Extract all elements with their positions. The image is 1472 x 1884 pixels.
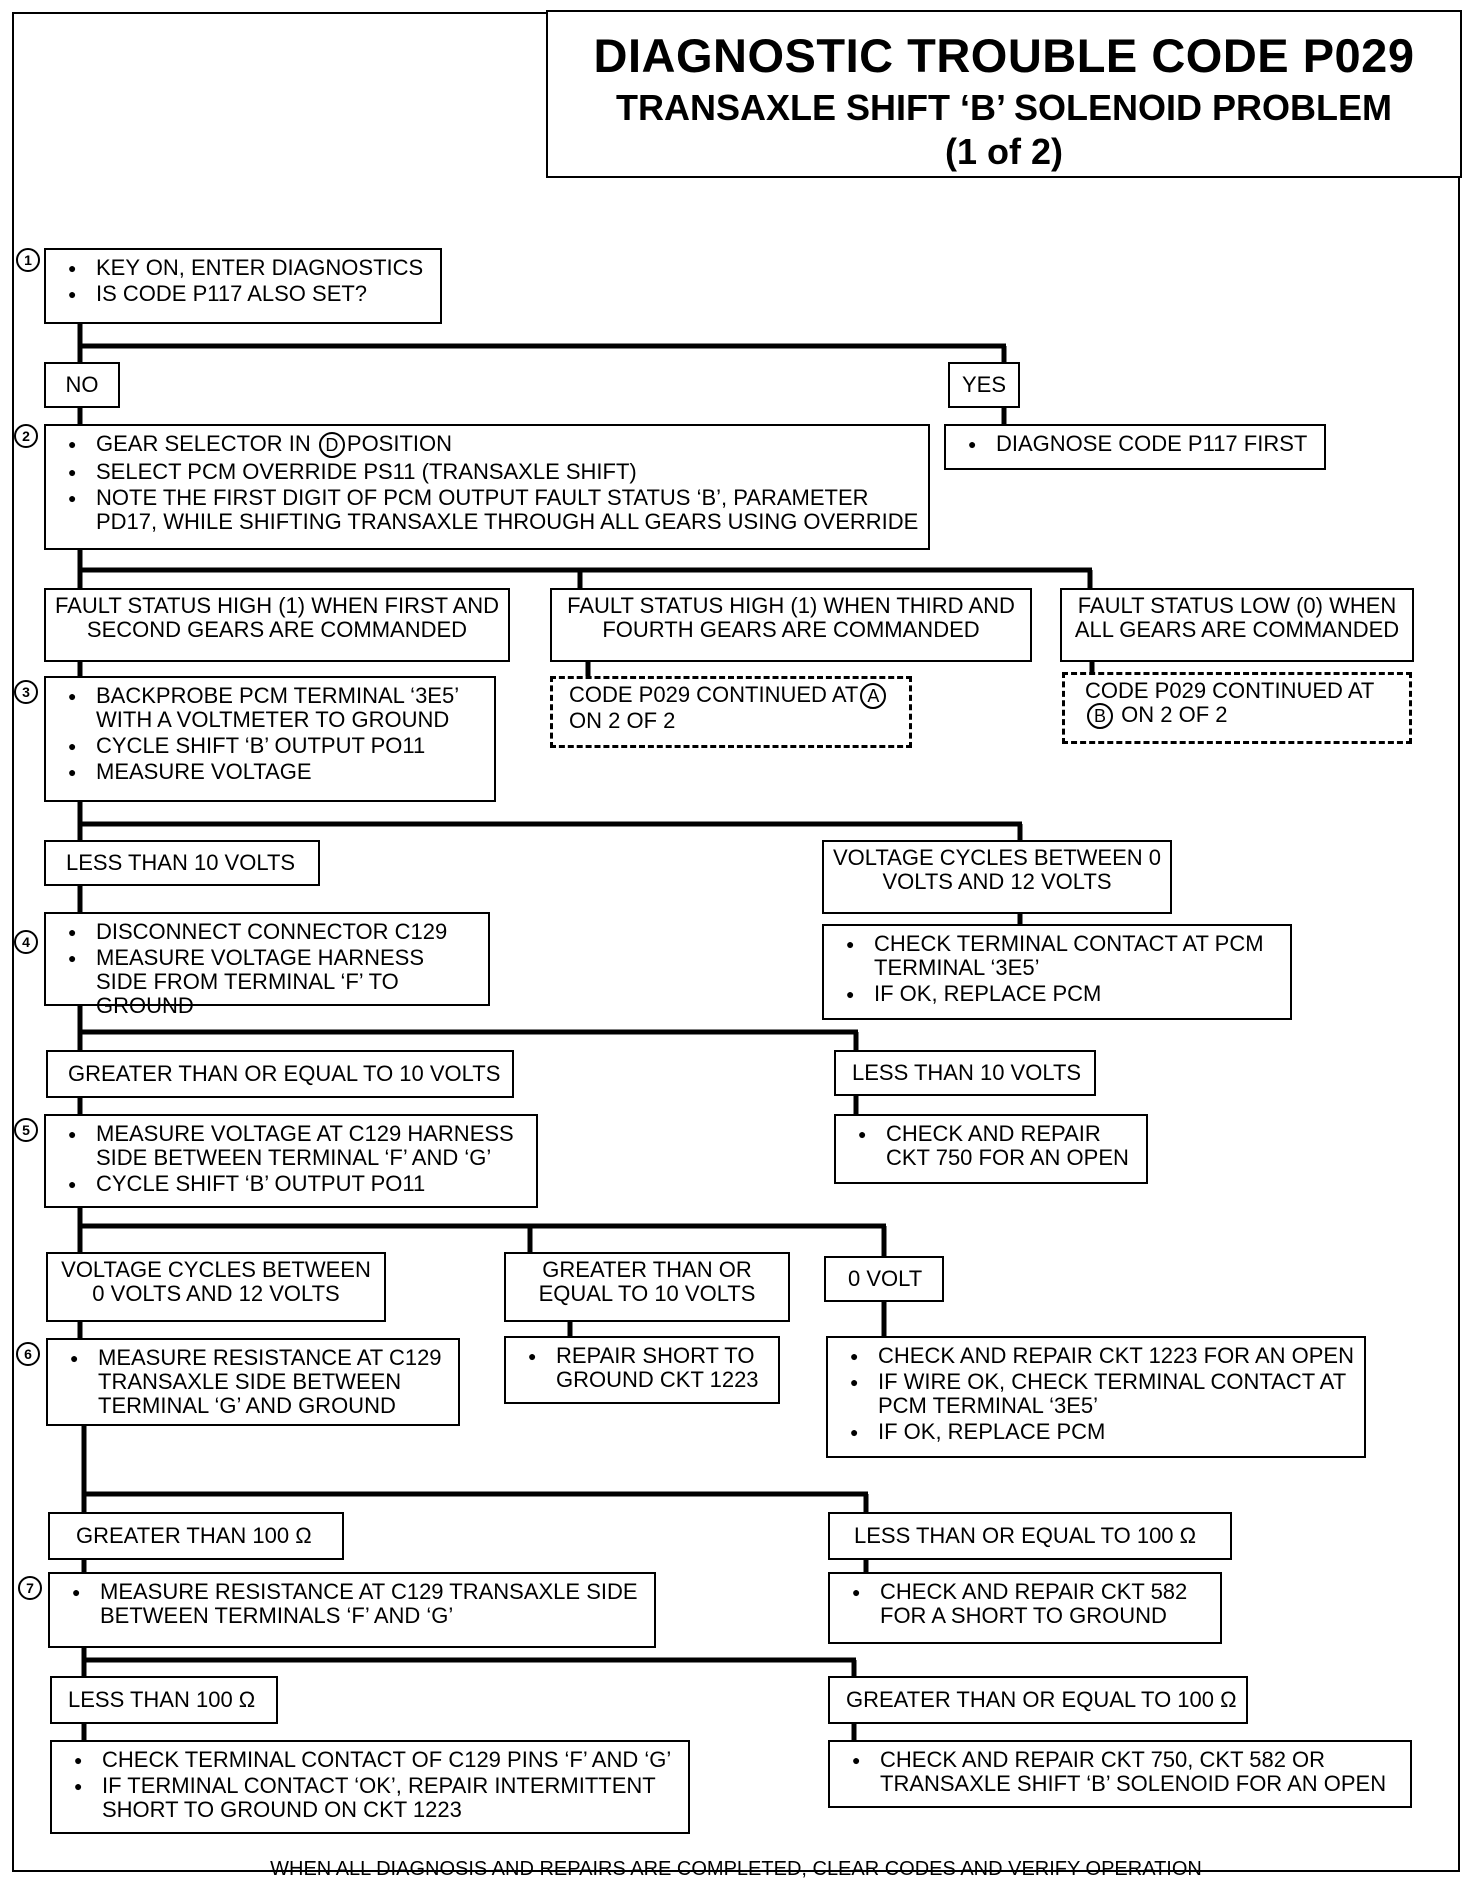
ckt-1223-item: IF WIRE OK, CHECK TERMINAL CONTACT AT PC… — [836, 1370, 1356, 1418]
ckt-750-box: CHECK AND REPAIR CKT 750 FOR AN OPEN — [834, 1114, 1148, 1184]
final-right-item: CHECK AND REPAIR CKT 750, CKT 582 OR TRA… — [838, 1748, 1402, 1796]
title-sub: TRANSAXLE SHIFT ‘B’ SOLENOID PROBLEM — [615, 87, 1393, 128]
title-page: (1 of 2) — [944, 131, 1063, 172]
voltage-cycles-b: VOLTAGE CYCLES BETWEEN 0 VOLTS AND 12 VO… — [46, 1252, 386, 1322]
connector-a-symbol: A — [860, 683, 887, 709]
step-5-box: MEASURE VOLTAGE AT C129 HARNESS SIDE BET… — [44, 1114, 538, 1208]
step-2-text: GEAR SELECTOR IN — [96, 431, 311, 456]
step-7-box: MEASURE RESISTANCE AT C129 TRANSAXLE SID… — [48, 1572, 656, 1648]
step-5-item: CYCLE SHIFT ‘B’ OUTPUT PO11 — [54, 1172, 528, 1197]
fault-status-high-1-2: FAULT STATUS HIGH (1) WHEN FIRST AND SEC… — [44, 588, 510, 662]
step-3-item: BACKPROBE PCM TERMINAL ‘3E5’ WITH A VOLT… — [54, 684, 486, 732]
check-pcm-item: CHECK TERMINAL CONTACT AT PCM TERMINAL ‘… — [832, 932, 1282, 980]
step-number-1: 1 — [16, 248, 40, 272]
step-5-item: MEASURE VOLTAGE AT C129 HARNESS SIDE BET… — [54, 1122, 528, 1170]
ckt-582-box: CHECK AND REPAIR CKT 582 FOR A SHORT TO … — [828, 1572, 1222, 1644]
position-d-symbol: D — [318, 432, 345, 458]
continued-text: CODE P029 CONTINUED AT — [569, 682, 859, 707]
step-3-item: CYCLE SHIFT ‘B’ OUTPUT PO11 — [54, 734, 486, 759]
step-number-4: 4 — [14, 930, 38, 954]
continued-text: CODE P029 CONTINUED AT — [1085, 678, 1375, 703]
ckt-1223-box: CHECK AND REPAIR CKT 1223 FOR AN OPEN IF… — [826, 1336, 1366, 1458]
repair-short-item: REPAIR SHORT TO GROUND CKT 1223 — [514, 1344, 770, 1392]
step-2-text: POSITION — [346, 431, 453, 456]
connector-b-symbol: B — [1087, 703, 1113, 729]
step-1-item: IS CODE P117 ALSO SET? — [54, 282, 432, 307]
repair-short-box: REPAIR SHORT TO GROUND CKT 1223 — [504, 1336, 780, 1404]
final-left-item: CHECK TERMINAL CONTACT OF C129 PINS ‘F’ … — [60, 1748, 680, 1773]
title-block: DIAGNOSTIC TROUBLE CODE P029 TRANSAXLE S… — [546, 10, 1462, 178]
greater-than-100-ohm: GREATER THAN 100 Ω — [48, 1512, 344, 1560]
less-than-10v-a: LESS THAN 10 VOLTS — [44, 840, 320, 886]
final-right-box: CHECK AND REPAIR CKT 750, CKT 582 OR TRA… — [828, 1740, 1412, 1808]
step-number-7: 7 — [18, 1576, 42, 1600]
step-number-5: 5 — [14, 1118, 38, 1142]
final-left-box: CHECK TERMINAL CONTACT OF C129 PINS ‘F’ … — [50, 1740, 690, 1834]
continued-text: ON 2 OF 2 — [569, 708, 676, 733]
step-4-item: MEASURE VOLTAGE HARNESS SIDE FROM TERMIN… — [54, 946, 480, 1018]
title-main: DIAGNOSTIC TROUBLE CODE P029 — [593, 29, 1415, 82]
step-1-item: KEY ON, ENTER DIAGNOSTICS — [54, 256, 432, 281]
ge-10v-b: GREATER THAN OR EQUAL TO 10 VOLTS — [504, 1252, 790, 1322]
footer-note: WHEN ALL DIAGNOSIS AND REPAIRS ARE COMPL… — [270, 1858, 1202, 1880]
yes-branch: YES — [948, 362, 1020, 408]
step-4-box: DISCONNECT CONNECTOR C129 MEASURE VOLTAG… — [44, 912, 490, 1018]
less-than-10v-b: LESS THAN 10 VOLTS — [834, 1050, 1096, 1096]
final-left-item: IF TERMINAL CONTACT ‘OK’, REPAIR INTERMI… — [60, 1774, 680, 1822]
ge-100-ohm: GREATER THAN OR EQUAL TO 100 Ω — [828, 1676, 1248, 1724]
zero-volt: 0 VOLT — [824, 1256, 944, 1302]
step-number-6: 6 — [16, 1342, 40, 1366]
ckt-1223-item: IF OK, REPLACE PCM — [836, 1420, 1356, 1445]
step-7-item: MEASURE RESISTANCE AT C129 TRANSAXLE SID… — [58, 1580, 646, 1628]
step-6-box: MEASURE RESISTANCE AT C129 TRANSAXLE SID… — [46, 1338, 460, 1426]
diagnose-item: DIAGNOSE CODE P117 FIRST — [954, 432, 1316, 457]
check-pcm-item: IF OK, REPLACE PCM — [832, 982, 1282, 1007]
continued-text: ON 2 OF 2 — [1121, 702, 1228, 727]
ckt-582-item: CHECK AND REPAIR CKT 582 FOR A SHORT TO … — [838, 1580, 1212, 1628]
fault-status-low: FAULT STATUS LOW (0) WHEN ALL GEARS ARE … — [1060, 588, 1414, 662]
no-branch: NO — [44, 362, 120, 408]
step-6-item: MEASURE RESISTANCE AT C129 TRANSAXLE SID… — [56, 1346, 450, 1418]
ckt-1223-item: CHECK AND REPAIR CKT 1223 FOR AN OPEN — [836, 1344, 1356, 1369]
step-3-item: MEASURE VOLTAGE — [54, 760, 486, 785]
step-2-item: SELECT PCM OVERRIDE PS11 (TRANSAXLE SHIF… — [54, 460, 920, 485]
ge-10v-a: GREATER THAN OR EQUAL TO 10 VOLTS — [46, 1050, 514, 1098]
ckt-750-item: CHECK AND REPAIR CKT 750 FOR AN OPEN — [844, 1122, 1138, 1170]
voltage-cycles-a: VOLTAGE CYCLES BETWEEN 0 VOLTS AND 12 VO… — [822, 840, 1172, 914]
step-1-box: KEY ON, ENTER DIAGNOSTICS IS CODE P117 A… — [44, 248, 442, 324]
check-pcm-box: CHECK TERMINAL CONTACT AT PCM TERMINAL ‘… — [822, 924, 1292, 1020]
step-number-2: 2 — [14, 424, 38, 448]
fault-status-high-3-4: FAULT STATUS HIGH (1) WHEN THIRD AND FOU… — [550, 588, 1032, 662]
continued-at-b-box: CODE P029 CONTINUED AT B ON 2 OF 2 — [1062, 672, 1412, 744]
le-100-ohm: LESS THAN OR EQUAL TO 100 Ω — [828, 1512, 1232, 1560]
diagnose-p117-box: DIAGNOSE CODE P117 FIRST — [944, 424, 1326, 470]
step-3-box: BACKPROBE PCM TERMINAL ‘3E5’ WITH A VOLT… — [44, 676, 496, 802]
step-number-3: 3 — [14, 680, 38, 704]
step-4-item: DISCONNECT CONNECTOR C129 — [54, 920, 480, 945]
step-2-item: NOTE THE FIRST DIGIT OF PCM OUTPUT FAULT… — [54, 486, 920, 534]
less-than-100-ohm: LESS THAN 100 Ω — [50, 1676, 278, 1724]
